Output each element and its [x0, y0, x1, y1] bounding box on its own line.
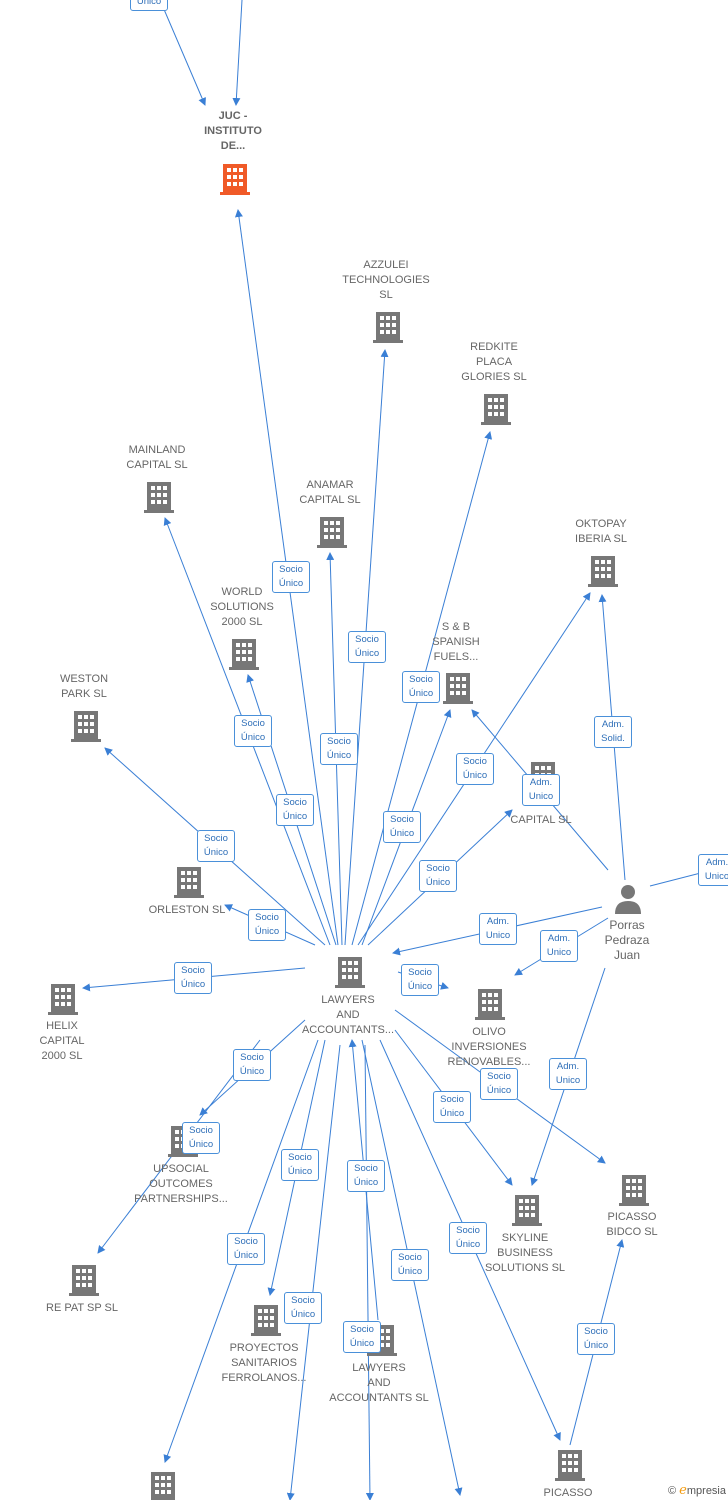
building-icon[interactable]: [144, 480, 174, 519]
edge-badge-socio-unico[interactable]: Socio Único: [284, 1292, 322, 1324]
edge-badge-socio-unico[interactable]: Socio Único: [577, 1323, 615, 1355]
node-label-picasso[interactable]: PICASSO: [543, 1487, 593, 1499]
edge-badge-socio-unico[interactable]: Socio Único: [130, 0, 168, 11]
building-icon[interactable]: [220, 162, 250, 201]
relationship-edge: [159, 0, 206, 106]
node-label-weston[interactable]: WESTON PARK SL: [59, 673, 109, 700]
node-label-skyline[interactable]: SKYLINE BUSINESS SOLUTIONS SL: [484, 1232, 566, 1274]
building-icon[interactable]: [588, 554, 618, 593]
building-icon[interactable]: [335, 955, 365, 994]
edge-badge-adm-unico[interactable]: Adm. Unico: [549, 1058, 587, 1090]
empresia-credit: © empresia: [668, 1483, 726, 1498]
edge-badge-socio-unico[interactable]: Socio Único: [449, 1222, 487, 1254]
building-icon[interactable]: [48, 982, 78, 1021]
edge-badge-socio-unico[interactable]: Socio Único: [320, 733, 358, 765]
building-icon[interactable]: [481, 392, 511, 431]
edge-badge-adm-solid[interactable]: Adm. Solid.: [594, 716, 632, 748]
building-icon[interactable]: [251, 1303, 281, 1342]
node-label-olivo[interactable]: OLIVO INVERSIONES RENOVABLES...: [447, 1026, 531, 1068]
building-icon[interactable]: [229, 637, 259, 676]
edge-badge-socio-unico[interactable]: Socio Único: [248, 909, 286, 941]
node-label-world[interactable]: WORLD SOLUTIONS 2000 SL: [210, 586, 274, 628]
node-label-juc[interactable]: JUC - INSTITUTO DE...: [204, 110, 262, 152]
node-label-picasso-bidco[interactable]: PICASSO BIDCO SL: [606, 1211, 658, 1238]
edge-badge-socio-unico[interactable]: Socio Único: [197, 830, 235, 862]
edge-badge-adm-unico[interactable]: Adm. Unico: [522, 774, 560, 806]
person-icon[interactable]: [613, 884, 643, 921]
building-icon[interactable]: [512, 1193, 542, 1232]
building-icon[interactable]: [619, 1173, 649, 1212]
edge-badge-socio-unico[interactable]: Socio Único: [419, 860, 457, 892]
edge-badge-socio-unico[interactable]: Socio Único: [234, 715, 272, 747]
edge-badge-socio-unico[interactable]: Socio Único: [480, 1068, 518, 1100]
building-icon[interactable]: [174, 865, 204, 904]
edge-badge-socio-unico[interactable]: Socio Único: [276, 794, 314, 826]
node-label-sb[interactable]: S & B SPANISH FUELS...: [432, 621, 480, 663]
edge-badge-socio-unico[interactable]: Socio Único: [281, 1149, 319, 1181]
copyright-symbol: ©: [668, 1485, 677, 1497]
edge-badge-socio-unico[interactable]: Socio Único: [402, 671, 440, 703]
node-label-orleston[interactable]: ORLESTON SL: [148, 904, 226, 916]
edge-badge-socio-unico[interactable]: Socio Único: [174, 962, 212, 994]
edge-badge-socio-unico[interactable]: Socio Único: [383, 811, 421, 843]
edge-badge-socio-unico[interactable]: Socio Único: [182, 1122, 220, 1154]
building-icon[interactable]: [475, 987, 505, 1026]
edge-badge-socio-unico[interactable]: Socio Único: [433, 1091, 471, 1123]
edge-badge-socio-unico[interactable]: Socio Único: [233, 1049, 271, 1081]
edge-badge-socio-unico[interactable]: Socio Único: [348, 631, 386, 663]
edge-badge-socio-unico[interactable]: Socio Único: [456, 753, 494, 785]
node-label-capital[interactable]: CAPITAL SL: [510, 814, 572, 826]
edge-badge-socio-unico[interactable]: Socio Único: [343, 1321, 381, 1353]
node-label-person[interactable]: Porras Pedraza Juan: [604, 918, 650, 962]
node-label-oktopay[interactable]: OKTOPAY IBERIA SL: [575, 518, 627, 545]
edge-badge-socio-unico[interactable]: Socio Único: [227, 1233, 265, 1265]
node-label-azzulei[interactable]: AZZULEI TECHNOLOGIES SL: [342, 259, 430, 301]
node-label-anamar[interactable]: ANAMAR CAPITAL SL: [299, 479, 361, 506]
relationship-edge: [232, 0, 243, 106]
node-label-upsocial[interactable]: UPSOCIAL OUTCOMES PARTNERSHIPS...: [134, 1163, 228, 1205]
node-label-lawyers-center[interactable]: LAWYERS AND ACCOUNTANTS...: [301, 994, 395, 1036]
node-label-proyectos[interactable]: PROYECTOS SANITARIOS FERROLANOS...: [221, 1342, 307, 1384]
edge-badge-adm-unico[interactable]: Adm. Unico: [479, 913, 517, 945]
building-icon[interactable]: [148, 1470, 178, 1500]
edge-badge-socio-unico[interactable]: Socio Único: [391, 1249, 429, 1281]
empresia-logo-e: e: [679, 1483, 687, 1498]
node-label-lawyers-sl[interactable]: LAWYERS AND ACCOUNTANTS SL: [329, 1362, 429, 1404]
edge-badge-adm-unico[interactable]: Adm. Unico: [540, 930, 578, 962]
edge-badge-socio-unico[interactable]: Socio Único: [272, 561, 310, 593]
node-label-mainland[interactable]: MAINLAND CAPITAL SL: [126, 444, 188, 471]
edge-badge-socio-unico[interactable]: Socio Único: [401, 964, 439, 996]
edge-badge-socio-unico[interactable]: Socio Único: [347, 1160, 385, 1192]
building-icon[interactable]: [71, 709, 101, 748]
building-icon[interactable]: [69, 1263, 99, 1302]
node-label-repat[interactable]: RE PAT SP SL: [46, 1302, 118, 1314]
building-icon[interactable]: [317, 515, 347, 554]
edge-badge-adm-unico[interactable]: Adm. Unico: [698, 854, 728, 886]
building-icon[interactable]: [555, 1448, 585, 1487]
relationship-edge: [364, 1044, 374, 1500]
building-icon[interactable]: [443, 671, 473, 710]
building-icon[interactable]: [373, 310, 403, 349]
relationship-edge: [286, 1044, 341, 1500]
node-label-helix[interactable]: HELIX CAPITAL 2000 SL: [39, 1020, 85, 1062]
empresia-brand: mpresia: [686, 1485, 726, 1497]
node-label-redkite[interactable]: REDKITE PLACA GLORIES SL: [461, 341, 527, 383]
